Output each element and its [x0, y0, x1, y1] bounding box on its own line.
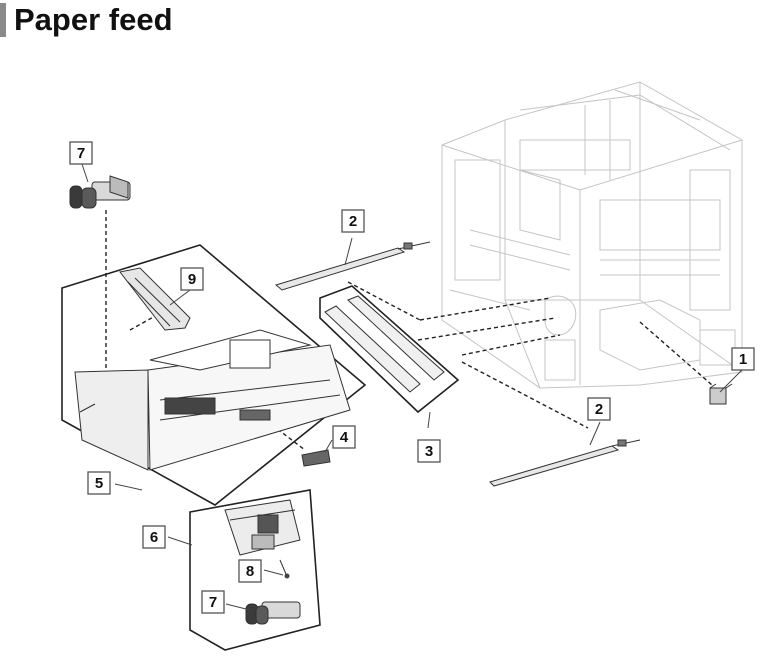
callout-8-label: 8 — [246, 563, 254, 580]
pick-assembly — [224, 499, 301, 556]
separator-bracket — [119, 267, 191, 331]
callout-1: 1 — [731, 347, 755, 371]
separator-pad — [301, 449, 331, 467]
callout-3: 3 — [417, 439, 441, 463]
leader-7b — [225, 603, 251, 611]
callout-2-bottom-label: 2 — [595, 401, 603, 418]
heading-accent-bar — [0, 3, 6, 37]
callout-1-label: 1 — [739, 351, 747, 368]
callout-3-label: 3 — [425, 443, 433, 460]
callout-7-bottom-label: 7 — [209, 594, 217, 611]
page-heading: Paper feed — [0, 2, 173, 38]
guide-line-rail-frame — [419, 297, 551, 321]
callout-8: 8 — [238, 559, 262, 583]
callout-5: 5 — [87, 471, 111, 495]
callout-4-label: 4 — [340, 429, 349, 446]
leader-8 — [263, 569, 284, 576]
page-title: Paper feed — [14, 2, 173, 37]
guide-line-sensor — [639, 321, 713, 386]
rail-group-outline — [319, 285, 460, 414]
pick-roller-assembly-top — [69, 175, 131, 209]
callout-7-top-label: 7 — [77, 145, 85, 162]
callout-2-bottom: 2 — [587, 397, 611, 421]
callout-6-label: 6 — [150, 529, 158, 546]
callout-9: 9 — [180, 267, 204, 291]
callout-2-top-label: 2 — [349, 213, 357, 230]
callout-4: 4 — [332, 425, 356, 449]
guide-line-lower-rail — [461, 361, 589, 429]
callout-6: 6 — [142, 525, 166, 549]
leader-2a — [344, 237, 353, 266]
leader-1 — [719, 369, 743, 393]
callout-leaders — [81, 163, 743, 611]
leader-4 — [324, 439, 333, 453]
callout-2-top: 2 — [341, 209, 365, 233]
callout-7-top: 7 — [69, 141, 93, 165]
callout-9-label: 9 — [188, 271, 196, 288]
pick-assembly-group-outline — [189, 489, 321, 651]
leader-6 — [167, 536, 193, 546]
callout-7-bottom: 7 — [201, 590, 225, 614]
leader-7a — [81, 163, 89, 183]
paper-tray — [74, 329, 351, 471]
leader-3 — [427, 411, 431, 429]
leader-9 — [169, 289, 191, 306]
tray-rails — [324, 295, 445, 393]
sensor-part — [709, 383, 733, 405]
guide-rail-bottom — [489, 439, 641, 487]
tray-group-outline — [61, 244, 367, 506]
callout-5-label: 5 — [95, 475, 103, 492]
pick-assembly-screw — [279, 559, 290, 579]
printer-frame — [441, 81, 743, 389]
leader-2b — [589, 421, 601, 446]
guide-line-lower-frame — [461, 334, 561, 356]
pick-roller-assembly-bottom — [245, 601, 301, 625]
guide-rail-top — [274, 241, 431, 291]
guide-line-tray-frame — [417, 317, 556, 341]
leader-5 — [114, 483, 143, 491]
